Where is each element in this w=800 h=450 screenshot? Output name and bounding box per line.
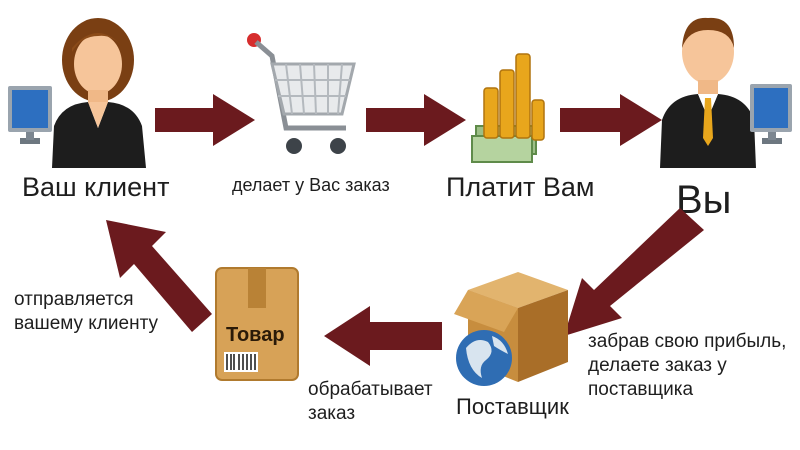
- arrow-goods-to-client: [106, 220, 212, 332]
- processes-line-1: обрабатывает: [308, 379, 433, 400]
- client-order-label: делает у Вас заказ: [232, 175, 390, 195]
- arrow-client-to-cart: [155, 94, 255, 146]
- to-client-line-2: вашему клиенту: [14, 313, 159, 334]
- supplier-label: Поставщик: [456, 394, 569, 419]
- profit-line-1: забрав свою прибыль,: [588, 331, 787, 352]
- you-illustration: [650, 8, 800, 168]
- arrow-supplier-to-goods: [324, 306, 442, 366]
- monitor-icon: [750, 84, 792, 144]
- profit-line-2: делаете заказ у: [588, 355, 727, 376]
- to-client-line-1: отправляется: [14, 289, 134, 310]
- money-coins-icon: [470, 48, 550, 168]
- client-illustration: [2, 8, 162, 168]
- profit-text: забрав свою прибыль, делаете заказ у пос…: [588, 330, 786, 402]
- processes-line-2: заказ: [308, 403, 356, 424]
- monitor-icon: [8, 86, 52, 144]
- processes-text: обрабатывает заказ: [308, 378, 433, 426]
- globe-icon: [456, 330, 512, 386]
- shopping-cart-icon: [242, 28, 362, 168]
- arrow-payment-to-you: [560, 94, 662, 146]
- client-label: Ваш клиент: [22, 172, 170, 202]
- goods-box-icon: [214, 266, 300, 382]
- goods-box-label: Товар: [226, 324, 285, 346]
- woman-avatar-icon: [52, 18, 146, 168]
- payment-label: Платит Вам: [446, 172, 595, 202]
- arrow-you-to-supplier: [564, 208, 704, 336]
- arrow-cart-to-payment: [366, 94, 466, 146]
- supplier-illustration: [448, 262, 578, 392]
- profit-line-3: поставщика: [588, 379, 694, 400]
- man-avatar-icon: [660, 17, 756, 168]
- to-client-text: отправляется вашему клиенту: [14, 288, 158, 336]
